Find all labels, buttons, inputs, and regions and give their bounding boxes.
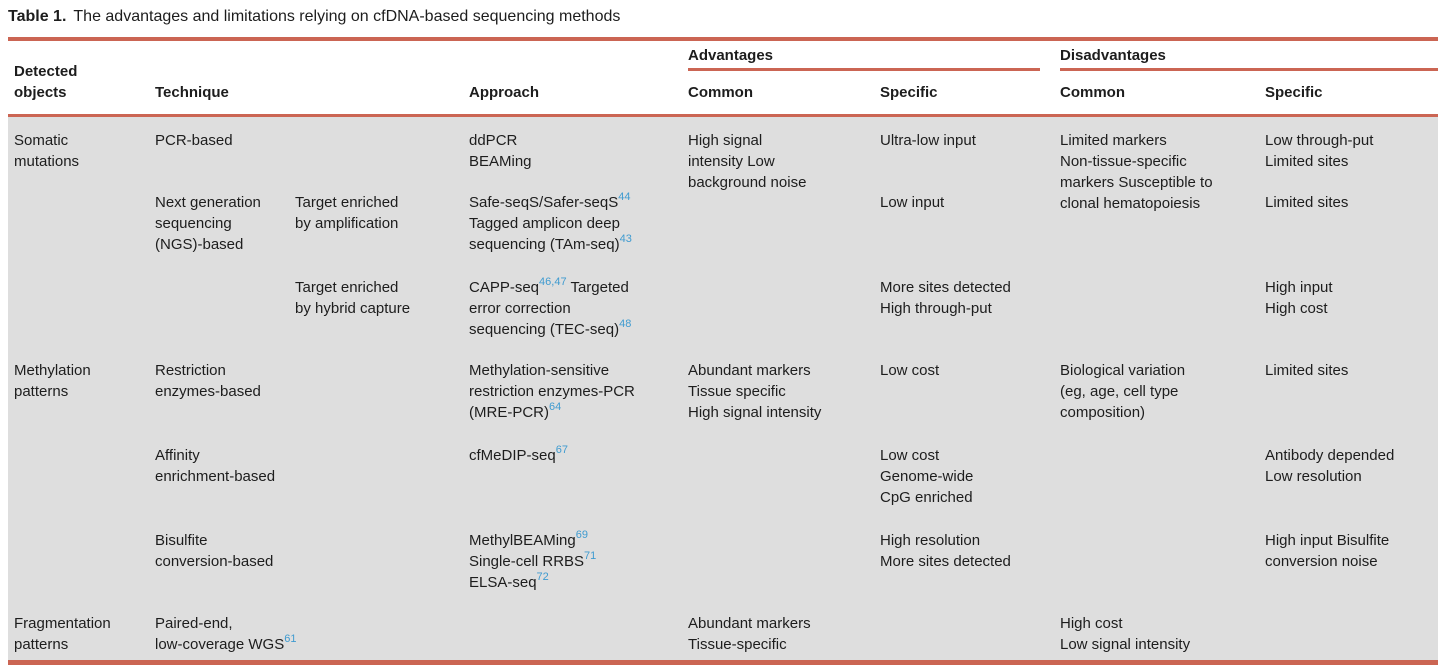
reference-superscript[interactable]: 69 xyxy=(575,529,588,541)
reference-superscript[interactable]: 61 xyxy=(284,633,297,645)
top-rule xyxy=(8,37,1438,41)
reference-superscript[interactable]: 44 xyxy=(618,191,631,203)
table-header: Detected objects Technique Approach Adva… xyxy=(8,41,1438,114)
table-caption-text: The advantages and limitations relying o… xyxy=(73,8,621,25)
column-group-advantages: Advantages xyxy=(688,41,1040,71)
header-bottom-rule xyxy=(8,114,1438,117)
column-header-technique: Technique xyxy=(155,84,229,101)
table-number: Table 1. xyxy=(8,8,67,25)
reference-superscript[interactable]: 48 xyxy=(619,318,632,330)
reference-superscript[interactable]: 72 xyxy=(536,571,549,583)
cell-dis-specific: Limited sites xyxy=(1265,194,1349,211)
table: Detected objects Technique Approach Adva… xyxy=(8,37,1438,665)
column-header-approach: Approach xyxy=(469,84,540,101)
column-group-disadvantages: Disadvantages xyxy=(1060,41,1438,71)
reference-superscript[interactable]: 71 xyxy=(584,550,597,562)
column-header-advantages-specific: Specific xyxy=(880,84,938,101)
column-header-advantages-common: Common xyxy=(688,84,753,101)
table-caption: Table 1. The advantages and limitations r… xyxy=(8,7,1438,27)
cell-technique: PCR-based xyxy=(155,132,233,149)
cell-technique: Paired-end,low-coverage WGS61 xyxy=(155,615,297,653)
reference-superscript[interactable]: 64 xyxy=(549,401,562,413)
cell-adv-specific: Low cost xyxy=(880,362,940,379)
cell-approach: cfMeDIP-seq67 xyxy=(469,444,568,465)
cell-adv-specific: Ultra-low input xyxy=(880,132,976,149)
reference-superscript[interactable]: 67 xyxy=(555,444,568,456)
reference-superscript[interactable]: 46,47 xyxy=(539,276,567,288)
reference-superscript[interactable]: 43 xyxy=(619,233,632,245)
bottom-rule xyxy=(8,660,1438,665)
column-header-disadvantages-specific: Specific xyxy=(1265,84,1323,101)
cell-adv-specific: Low input xyxy=(880,194,945,211)
column-header-detected-objects: Detected objects xyxy=(14,63,78,101)
column-header-disadvantages-common: Common xyxy=(1060,84,1125,101)
cell-dis-specific: Limited sites xyxy=(1265,362,1349,379)
